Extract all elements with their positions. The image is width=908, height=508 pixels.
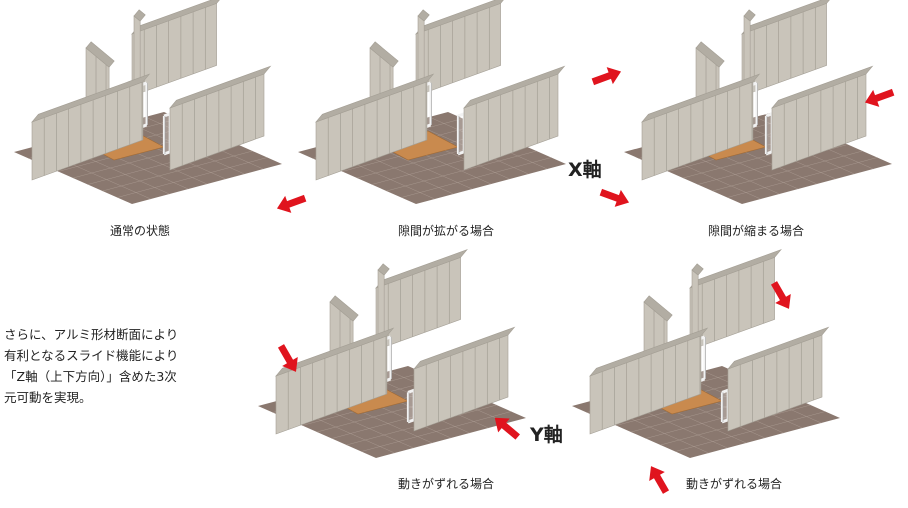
arrow-icon-shift2-bottom (649, 466, 670, 494)
back-left-wall-top (85, 41, 115, 68)
floor-grid (386, 150, 537, 192)
back-left-wall-top (643, 295, 673, 322)
caption-gap-narrows: 隙間が縮まる場合 (708, 224, 805, 238)
caption-shift-2: 動きがずれる場合 (686, 477, 783, 491)
floor-grid (117, 157, 268, 198)
pillar-top (743, 9, 756, 22)
arrow-icon-shift2-bottom-shape (649, 466, 670, 494)
floor-grid (361, 411, 512, 452)
floor-grid (401, 157, 552, 198)
description-line: 元可動を実現。 (4, 390, 92, 405)
arrow-icon-shift1-bottom (494, 417, 520, 440)
floor-grid (727, 157, 878, 198)
arrow-icon-narrow-left (599, 188, 630, 207)
pillar-top (133, 9, 146, 22)
back-left-wall-top (695, 41, 725, 68)
front-left-wall-top (275, 327, 395, 377)
front-left-wall-top (641, 73, 761, 123)
arrow-icon-narrow-left-shape (599, 188, 630, 207)
pillar-top (417, 9, 430, 22)
panel-shift-2 (572, 249, 840, 458)
front-right-wall-top (413, 326, 516, 370)
y-axis-label: Y軸 (530, 424, 563, 446)
arrow-icon-narrow-right (864, 88, 895, 107)
caption-normal: 通常の状態 (110, 224, 171, 238)
panel-shift-1 (258, 249, 526, 458)
front-right-wall-top (771, 65, 874, 109)
panel-gap-widens (298, 0, 566, 204)
x-axis-label: X軸 (568, 159, 602, 181)
arrow-icon-shift1-top (277, 344, 298, 372)
front-left-wall-top (315, 73, 435, 123)
caption-gap-widens: 隙間が拡がる場合 (398, 224, 495, 238)
arrow-icon-widen-right-shape (591, 67, 622, 86)
panel-normal (14, 0, 282, 204)
arrow-icon-shift1-top-shape (277, 344, 298, 372)
description-line: 「Z軸（上下方向）」含めた3次 (4, 369, 177, 384)
pillar-top (377, 263, 390, 276)
front-right-wall-top (169, 65, 272, 109)
arrow-icon-shift1-bottom-shape (494, 417, 520, 440)
arrow-icon-shift2-top (770, 281, 791, 309)
arrow-icon-shift2-top-shape (770, 281, 791, 309)
front-right-wall-top (727, 326, 830, 370)
floor-grid (675, 411, 826, 452)
front-right-wall-top (463, 65, 566, 109)
back-left-wall-top (369, 41, 399, 68)
arrow-icon-widen-right (591, 67, 622, 86)
arrow-icon-widen-left-shape (276, 194, 307, 213)
front-left-wall-top (589, 327, 709, 377)
description-line: さらに、アルミ形材断面により (4, 327, 179, 342)
arrow-icon-widen-left (276, 194, 307, 213)
front-left-wall-top (31, 73, 151, 123)
pillar-top (691, 263, 704, 276)
arrow-icon-narrow-right-shape (864, 88, 895, 107)
floor-grid (102, 150, 253, 192)
floor-grid (712, 150, 863, 192)
description-line: 有利となるスライド機能により (4, 348, 179, 363)
back-left-wall-top (329, 295, 359, 322)
panel-gap-narrows (624, 0, 892, 204)
description-text: さらに、アルミ形材断面により 有利となるスライド機能により 「Z軸（上下方向）」… (4, 324, 219, 408)
caption-shift-1: 動きがずれる場合 (398, 477, 495, 491)
